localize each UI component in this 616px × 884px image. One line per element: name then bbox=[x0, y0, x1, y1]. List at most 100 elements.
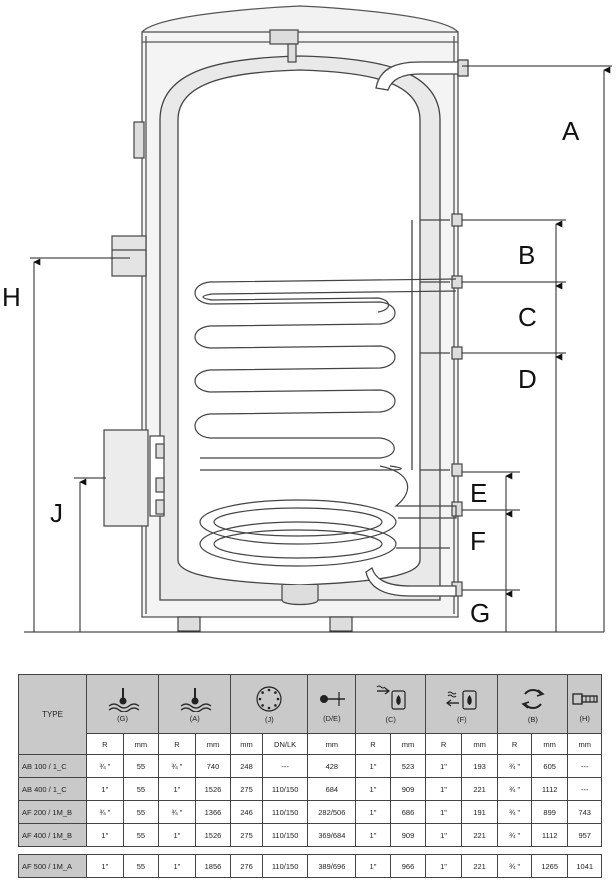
table-cell: 55 bbox=[122, 777, 160, 801]
table-cell: 957 bbox=[567, 823, 602, 847]
table-cell: 1" bbox=[158, 854, 196, 878]
table-cell: ¾ " bbox=[497, 823, 532, 847]
unit-header-row: R mm R mm mm DN/LK mm R mm R mm R mm mm bbox=[19, 733, 602, 755]
table-cell: 740 bbox=[194, 754, 232, 778]
table-cell: ¾ " bbox=[158, 800, 196, 824]
flange-icon bbox=[256, 685, 282, 712]
unit-cell: mm bbox=[567, 733, 602, 755]
thermometer-sensor-icon bbox=[319, 691, 345, 706]
table-cell: 369/684 bbox=[307, 823, 357, 847]
dimension-label-a: A bbox=[562, 116, 580, 146]
table-cell: 1526 bbox=[194, 777, 232, 801]
table-cell: 282/506 bbox=[307, 800, 357, 824]
dimension-label-g: G bbox=[470, 598, 490, 628]
table-cell: 1" bbox=[86, 854, 124, 878]
column-label-f: (F) bbox=[457, 714, 467, 724]
table-cell: 1" bbox=[425, 800, 462, 824]
table-cell: 1112 bbox=[530, 777, 569, 801]
table-cell: 1" bbox=[355, 854, 391, 878]
table-cell: 110/150 bbox=[261, 854, 309, 878]
dimension-label-e: E bbox=[470, 478, 487, 508]
table-cell: 1" bbox=[355, 754, 391, 778]
table-cell: 1" bbox=[425, 777, 462, 801]
table-cell: ¾ " bbox=[497, 777, 532, 801]
column-label-g: (G) bbox=[117, 713, 129, 723]
unit-cell: mm bbox=[460, 733, 499, 755]
table-cell: 193 bbox=[460, 754, 499, 778]
unit-cell: mm bbox=[122, 733, 160, 755]
table-cell: 1366 bbox=[194, 800, 232, 824]
table-cell: --- bbox=[567, 754, 602, 778]
column-header-a: (A) bbox=[158, 674, 232, 734]
table-row-spacer bbox=[18, 846, 602, 855]
unit-cell: DN/LK bbox=[261, 733, 309, 755]
unit-cell: R bbox=[355, 733, 391, 755]
column-header-de: (D/E) bbox=[307, 674, 357, 734]
table-cell: 389/696 bbox=[307, 854, 357, 878]
table-cell: 1" bbox=[425, 823, 462, 847]
hot-water-outlet-icon bbox=[180, 687, 212, 712]
spacer-cell bbox=[18, 846, 602, 855]
dimension-label-b: B bbox=[518, 240, 535, 270]
table-cell: 966 bbox=[389, 854, 427, 878]
dimension-label-j: J bbox=[50, 498, 63, 528]
table-cell: 1856 bbox=[194, 854, 232, 878]
top-anode-fitting bbox=[269, 29, 299, 63]
table-cell: 110/150 bbox=[261, 800, 309, 824]
table-cell: ¾ " bbox=[86, 754, 124, 778]
unit-cell: R bbox=[86, 733, 124, 755]
table-cell: 191 bbox=[460, 800, 499, 824]
table-cell: 605 bbox=[530, 754, 569, 778]
dimension-label-f: F bbox=[470, 526, 486, 556]
model-name-cell: AF 400 / 1M_B bbox=[17, 823, 88, 847]
table-cell: 1112 bbox=[530, 823, 569, 847]
table-cell: 1041 bbox=[567, 854, 602, 878]
upper-heating-coil bbox=[194, 278, 457, 471]
table-cell: 1" bbox=[425, 754, 462, 778]
unit-cell: R bbox=[425, 733, 462, 755]
table-cell: 684 bbox=[307, 777, 357, 801]
table-cell: 221 bbox=[460, 823, 499, 847]
table-cell: ¾ " bbox=[86, 800, 124, 824]
column-header-g: (G) bbox=[86, 674, 160, 734]
table-cell: 743 bbox=[567, 800, 602, 824]
table-cell: ¾ " bbox=[497, 800, 532, 824]
table-cell: 1" bbox=[355, 823, 391, 847]
unit-cell: R bbox=[497, 733, 532, 755]
icon-header-row: TYPE (G) bbox=[17, 674, 602, 755]
model-name-cell: AF 200 / 1M_B bbox=[17, 800, 88, 824]
unit-cell: R bbox=[158, 733, 196, 755]
table-cell: ¾ " bbox=[497, 754, 532, 778]
heating-flow-icon bbox=[376, 685, 406, 710]
column-label-a: (A) bbox=[189, 713, 200, 723]
dimension-label-h: H bbox=[2, 282, 21, 312]
column-label-h: (H) bbox=[579, 713, 590, 723]
table-cell: 1" bbox=[158, 777, 196, 801]
unit-cell: mm bbox=[307, 733, 357, 755]
dimension-lines bbox=[24, 65, 612, 633]
heating-return-icon bbox=[445, 689, 477, 710]
unit-cell: mm bbox=[194, 733, 232, 755]
model-name-cell: AB 100 / 1_C bbox=[17, 754, 88, 778]
table-cell: --- bbox=[567, 777, 602, 801]
table-cell: 221 bbox=[460, 854, 499, 878]
column-header-h: (H) bbox=[567, 674, 602, 734]
unit-cell: mm bbox=[230, 733, 263, 755]
left-side-fittings bbox=[103, 121, 165, 527]
table-cell: 110/150 bbox=[261, 823, 309, 847]
table-cell: 1" bbox=[355, 800, 391, 824]
hot-water-outlet-pipe bbox=[375, 59, 469, 91]
table-cell: 686 bbox=[389, 800, 427, 824]
column-header-j: (J) bbox=[230, 674, 309, 734]
boiler-cross-section-diagram: A B C D E F G H J bbox=[2, 5, 612, 633]
table-cell: 110/150 bbox=[261, 777, 309, 801]
unit-cell: mm bbox=[389, 733, 427, 755]
table-cell: 276 bbox=[230, 854, 263, 878]
table-cell: 1" bbox=[86, 823, 124, 847]
